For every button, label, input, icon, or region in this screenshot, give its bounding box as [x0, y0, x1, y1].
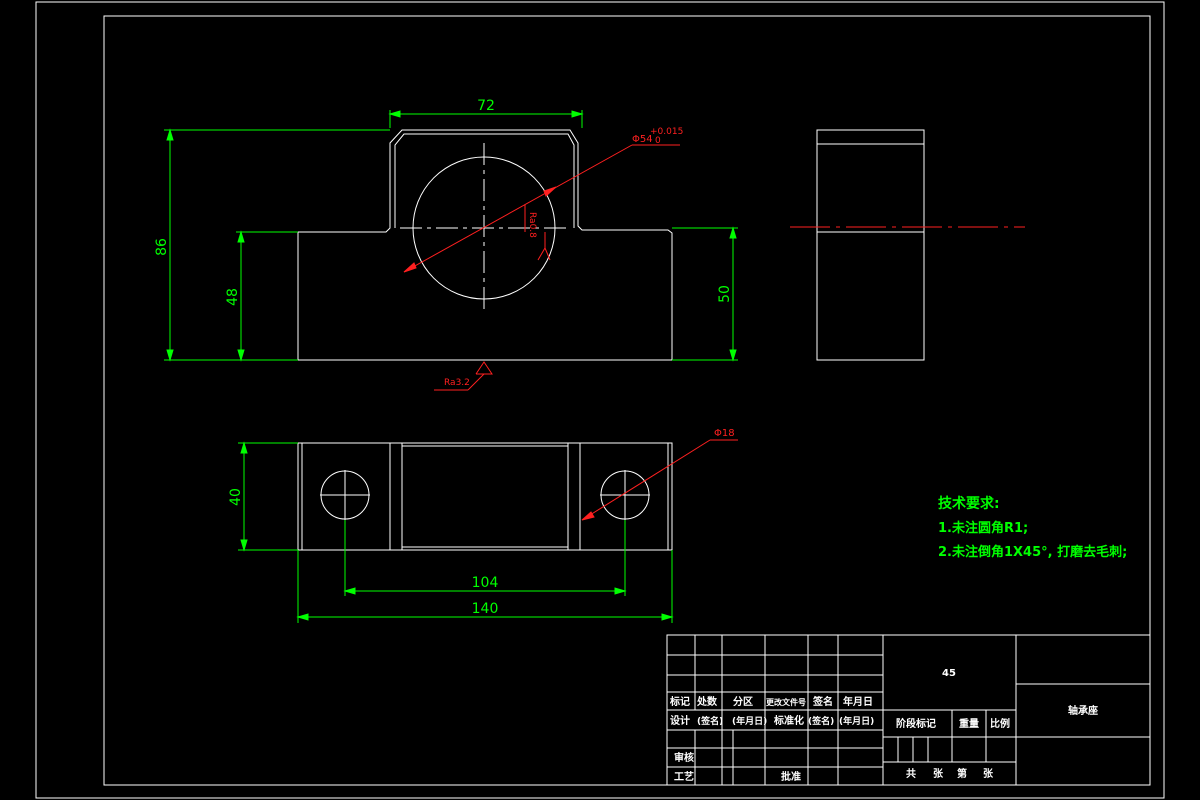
front-view-annotations [403, 144, 680, 391]
dim-86-arrow-top [166, 128, 174, 141]
tb-h-count: 处数 [696, 695, 718, 708]
top-view [297, 442, 673, 551]
dim-40-arrow-top [240, 441, 248, 454]
dim-140-arrow-left [296, 613, 309, 621]
tb-process: 工艺 [674, 770, 694, 783]
tb-review: 审核 [674, 751, 694, 764]
tech-note-1: 1.未注圆角R1; [938, 520, 1028, 536]
front-view [297, 129, 673, 361]
dim-48-arrow-bottom [237, 349, 245, 362]
dim-48-text: 48 [225, 288, 241, 306]
hole-leader-arrow [581, 511, 595, 521]
side-view [816, 129, 925, 361]
dim-40-text: 40 [228, 488, 244, 506]
dim-86-arrow-bottom [166, 349, 174, 362]
tb-scale: 比例 [990, 717, 1010, 730]
tech-notes-title: 技术要求: [938, 495, 1000, 512]
tb-r-sign2: (签名) [808, 715, 834, 727]
front-view-outline [297, 129, 673, 361]
tb-stage-mark: 阶段标记 [896, 717, 936, 730]
tb-approve: 批准 [781, 770, 801, 783]
tb-r-sign1: (签名) [697, 715, 723, 727]
dim-48-arrow-top [237, 230, 245, 243]
dim-40-arrow-bottom [240, 539, 248, 552]
tb-sheet-unit-2: 张 [983, 767, 994, 780]
tech-note-2: 2.未注倒角1X45°, 打磨去毛刺; [938, 544, 1127, 560]
front-view-chamfer-inner [394, 133, 575, 228]
hole-leader-line [581, 439, 711, 521]
dim-50-text: 50 [717, 285, 733, 303]
bore-diameter-text: Φ54 [632, 134, 653, 145]
dim-72-arrow-left [388, 110, 401, 118]
bore-leader-arrow-2 [543, 186, 557, 197]
hole-annotation [581, 439, 738, 521]
tb-r-std: 标准化 [773, 714, 804, 727]
bore-tol-upper: +0.015 [650, 127, 683, 137]
tb-r-design: 设计 [670, 714, 690, 727]
tb-r-date1: (年月日) [732, 715, 767, 727]
tb-weight: 重量 [959, 717, 979, 730]
tb-part-name: 轴承座 [1068, 704, 1098, 717]
dim-72-text: 72 [477, 98, 495, 114]
bore-tol-lower: 0 [655, 136, 661, 146]
top-view-outline [297, 442, 673, 551]
bore-leader-line [403, 144, 633, 273]
tb-h-docno: 更改文件号 [766, 697, 806, 707]
dim-104-text: 104 [472, 575, 499, 591]
dim-50-arrow-top [729, 226, 737, 239]
top-view-dimensions [238, 441, 674, 623]
dim-140-arrow-right [661, 613, 674, 621]
dim-104-arrow-right [614, 587, 627, 595]
front-view-dimensions [164, 110, 738, 362]
dim-50-arrow-bottom [729, 349, 737, 362]
tb-h-date: 年月日 [843, 695, 873, 708]
dim-104-arrow-left [343, 587, 356, 595]
ra32-leader [467, 373, 485, 391]
title-block [666, 634, 1151, 786]
roughness-base-text: Ra3.2 [444, 378, 470, 388]
dim-140-text: 140 [472, 601, 499, 617]
ra32-symbol [475, 361, 493, 375]
tb-sheet-unit-1: 张 [933, 767, 944, 780]
sheet-outer-border [35, 1, 1165, 799]
tb-total-sheets: 共 [906, 767, 916, 780]
tb-sheet-no: 第 [957, 767, 967, 780]
tb-r-date2: (年月日) [839, 715, 874, 727]
tb-h-sign: 签名 [812, 695, 833, 708]
side-view-outline [816, 129, 925, 361]
tb-h-mark: 标记 [669, 695, 690, 708]
sheet-inner-border [103, 15, 1151, 786]
roughness-bore-text: Ra0.8 [527, 212, 537, 238]
bore-leader-arrow [403, 262, 417, 273]
hole-diameter-text: Φ18 [714, 428, 735, 439]
tb-h-zone: 分区 [733, 695, 753, 708]
tb-material: 45 [942, 668, 956, 679]
dim-72-arrow-right [571, 110, 584, 118]
dim-86-text: 86 [154, 238, 170, 256]
